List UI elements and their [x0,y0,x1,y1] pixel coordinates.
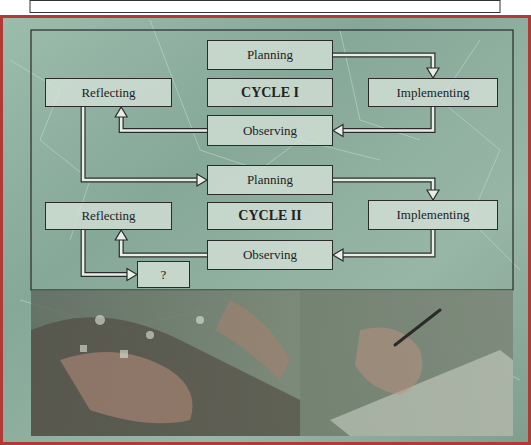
flow-arrow [115,107,207,131]
cycle-box: CYCLE II [207,202,333,230]
diagram-frame [31,30,513,290]
photo [31,290,513,436]
stage-box: Reflecting [45,202,172,230]
box-label: Planning [247,47,293,63]
box-label: Planning [247,172,293,188]
box-label: Observing [243,123,297,139]
flow-arrow [115,230,207,255]
box-label: Reflecting [81,85,135,101]
flow-arrow [83,230,137,281]
box-label: Reflecting [81,208,135,224]
stage-box: Planning [207,40,333,70]
box-label: Observing [243,247,297,263]
flow-arrow [333,180,439,200]
top-strip [30,1,500,13]
flow-arrow [333,107,433,137]
box-label: CYCLE I [241,85,299,101]
frame [2,17,530,444]
stage-box: Reflecting [45,78,172,107]
cycle-box: CYCLE I [207,78,333,107]
flow-arrow [333,230,433,261]
box-label: ? [161,267,167,283]
stage-box: Implementing [368,78,498,107]
box-label: Implementing [397,85,470,101]
flow-arrow [333,55,439,78]
stage-box: Observing [207,240,333,270]
stage-box: ? [137,261,190,288]
stage-box: Observing [207,115,333,146]
stage-box: Planning [207,165,333,195]
box-label: Implementing [397,207,470,223]
box-label: CYCLE II [238,208,301,224]
flow-arrow [83,107,207,186]
stage-box: Implementing [368,200,498,230]
